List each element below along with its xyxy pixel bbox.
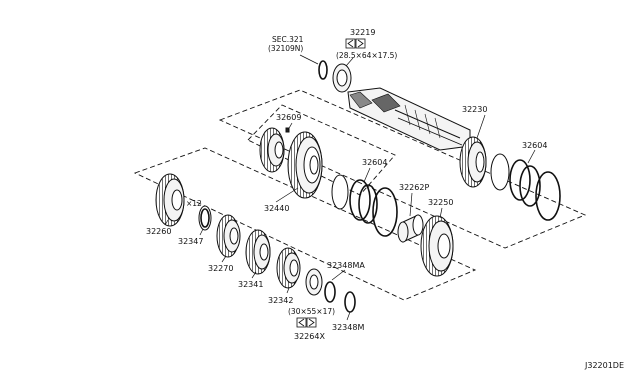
- label-32348M: 32348M: [332, 323, 364, 332]
- label-32230: 32230: [462, 105, 487, 114]
- gear-32341[interactable]: [245, 229, 271, 275]
- main-shaft: [347, 87, 471, 151]
- label-32219-dims: (28.5×64×17.5): [336, 51, 397, 60]
- lower-shaft-outline: [133, 147, 477, 301]
- gear-32250[interactable]: [420, 215, 454, 277]
- bushing-32262P[interactable]: [397, 214, 424, 243]
- label-32440: 32440: [264, 204, 289, 213]
- bearing-32264X[interactable]: [305, 268, 323, 296]
- bearing-32219-icons: [345, 38, 366, 49]
- label-32264X-dims: (30×55×17): [288, 307, 335, 316]
- label-32260: 32260: [146, 227, 171, 236]
- snap-ring-sec321[interactable]: [318, 60, 328, 80]
- diagram-code: J32201DE: [584, 361, 624, 370]
- washer-32348MA[interactable]: [324, 281, 336, 303]
- label-32264X: 32264X: [294, 332, 325, 341]
- label-32604-middle: 32604: [362, 158, 387, 167]
- gear-32342[interactable]: [276, 247, 301, 289]
- label-32219: 32219: [350, 28, 375, 37]
- bearing-32264X-icons: [296, 317, 317, 328]
- bearing-32219[interactable]: [332, 63, 352, 93]
- label-32604-right: 32604: [522, 141, 547, 150]
- sec-ref-line1: SEC.321: [272, 35, 304, 44]
- label-32348MA: 32348MA: [327, 261, 365, 270]
- gear-32270[interactable]: [216, 214, 241, 258]
- label-32347: 32347: [178, 237, 203, 246]
- synchro-rings-32604-right[interactable]: [490, 153, 561, 221]
- synchro-rings-32604-middle[interactable]: [331, 174, 398, 237]
- label-32609: 32609: [276, 113, 301, 122]
- gear-32260[interactable]: [155, 173, 185, 227]
- sec-ref-line2: (32109N): [268, 44, 303, 53]
- label-32342: 32342: [268, 296, 293, 305]
- upper-shaft-outline: [218, 89, 587, 249]
- snap-ring-32348M[interactable]: [344, 291, 356, 313]
- label-32262P: 32262P: [399, 183, 429, 192]
- needle-bearing-32347[interactable]: [198, 205, 212, 231]
- gear-32230[interactable]: [459, 136, 487, 188]
- gear-32440[interactable]: [287, 131, 323, 199]
- label-x12: ×12: [186, 199, 202, 208]
- label-32270: 32270: [208, 264, 233, 273]
- label-32341: 32341: [238, 280, 263, 289]
- hub-sleeve-32609[interactable]: [259, 127, 290, 173]
- middle-assembly-outline: [247, 104, 396, 196]
- label-32250: 32250: [428, 198, 453, 207]
